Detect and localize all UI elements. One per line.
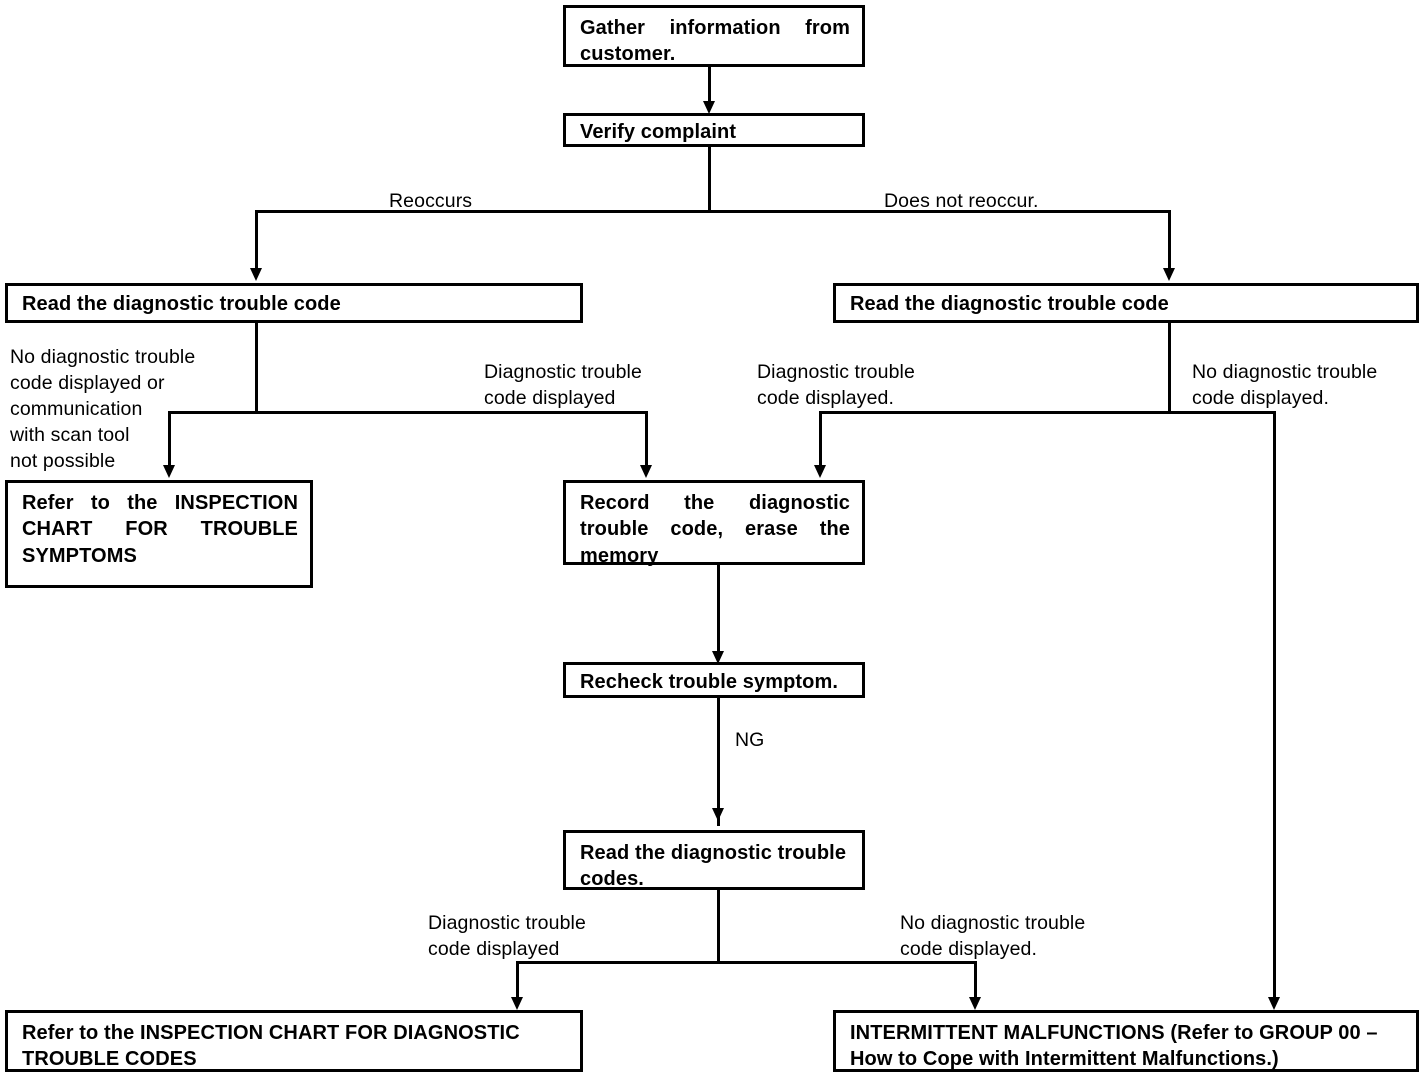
label-code-displayed-bottom: Diagnostic trouble code displayed xyxy=(428,912,586,960)
connector-rightbar-to-record xyxy=(819,411,822,469)
label-does-not-reoccur: Does not reoccur. xyxy=(884,190,1039,212)
arrow-bottom-right xyxy=(969,997,981,1010)
label-no-code-or-communication: No diagnostic trouble code displayed or … xyxy=(10,346,196,472)
box-read-code-left-label: Read the diagnostic trouble code xyxy=(22,293,341,315)
box-read-code-left: Read the diagnostic trouble code xyxy=(5,283,583,323)
connector-gather-to-verify xyxy=(708,67,711,105)
connector-readleft-drop xyxy=(255,323,258,413)
arrow-record-to-recheck xyxy=(712,651,724,664)
label-code-displayed-left: Diagnostic trouble code displayed xyxy=(484,361,642,409)
box-read-codes: Read the diagnostic trouble codes. xyxy=(563,830,865,890)
label-reoccurs: Reoccurs xyxy=(389,190,473,212)
arrow-rightbar-to-record xyxy=(814,465,826,478)
box-read-code-right-label: Read the diagnostic trouble code xyxy=(850,293,1169,315)
arrow-to-trouble-symptoms xyxy=(163,465,175,478)
arrow-fork-right xyxy=(1163,268,1175,281)
connector-leftbar-to-record xyxy=(645,411,648,469)
connector-right-long-drop xyxy=(1273,411,1276,1003)
label-code-displayed-mid: Diagnostic trouble code displayed. xyxy=(757,361,915,409)
label-ng: NG xyxy=(735,729,765,751)
connector-bottom-left-drop xyxy=(516,961,519,1003)
connector-readcodes-stem xyxy=(717,890,720,963)
arrow-gather-to-verify xyxy=(703,101,715,114)
arrow-leftbar-to-record xyxy=(640,465,652,478)
connector-recheck-to-readcodes xyxy=(717,698,720,826)
box-intermittent-malfunctions-label: INTERMITTENT MALFUNCTIONS (Refer to GROU… xyxy=(850,1022,1378,1071)
connector-record-to-recheck xyxy=(717,565,720,655)
arrow-right-long-drop xyxy=(1268,997,1280,1010)
connector-bottom-fork-bar xyxy=(516,961,977,964)
label-no-code-right: No diagnostic trouble code displayed. xyxy=(1192,361,1378,409)
connector-bottom-right-drop xyxy=(974,961,977,1003)
box-gather-information: Gather information from customer. xyxy=(563,5,865,67)
connector-mid-bar-right xyxy=(819,411,1276,414)
connector-mid-bar-left xyxy=(168,411,648,414)
box-intermittent-malfunctions: INTERMITTENT MALFUNCTIONS (Refer to GROU… xyxy=(833,1010,1419,1072)
box-verify-complaint: Verify complaint xyxy=(563,113,865,147)
box-recheck-symptom-label: Recheck trouble symptom. xyxy=(580,671,839,693)
box-refer-diagnostic-trouble-codes: Refer to the INSPECTION CHART FOR DIAGNO… xyxy=(5,1010,583,1072)
connector-verify-stem xyxy=(708,147,711,213)
connector-to-trouble-symptoms xyxy=(168,411,171,469)
connector-fork-left-drop xyxy=(255,210,258,272)
box-refer-diagnostic-trouble-codes-label: Refer to the INSPECTION CHART FOR DIAGNO… xyxy=(22,1022,520,1071)
label-no-code-bottom: No diagnostic trouble code displayed. xyxy=(900,912,1086,960)
box-gather-information-label: Gather information from customer. xyxy=(580,17,850,66)
box-refer-trouble-symptoms: Refer to the INSPECTION CHART FOR TROUBL… xyxy=(5,480,313,588)
arrow-fork-left xyxy=(250,268,262,281)
box-recheck-symptom: Recheck trouble symptom. xyxy=(563,662,865,698)
arrow-bottom-left xyxy=(511,997,523,1010)
box-record-code-label: Record the diagnostic trouble code, eras… xyxy=(580,492,850,567)
box-read-code-right: Read the diagnostic trouble code xyxy=(833,283,1419,323)
box-verify-complaint-label: Verify complaint xyxy=(580,121,737,143)
arrow-recheck-to-readcodes xyxy=(712,808,724,821)
connector-top-fork-bar xyxy=(255,210,1171,213)
connector-readright-drop xyxy=(1168,323,1171,413)
box-read-codes-label: Read the diagnostic trouble codes. xyxy=(580,842,847,891)
connector-fork-right-drop xyxy=(1168,210,1171,272)
box-refer-trouble-symptoms-label: Refer to the INSPECTION CHART FOR TROUBL… xyxy=(22,492,298,567)
box-record-code: Record the diagnostic trouble code, eras… xyxy=(563,480,865,567)
